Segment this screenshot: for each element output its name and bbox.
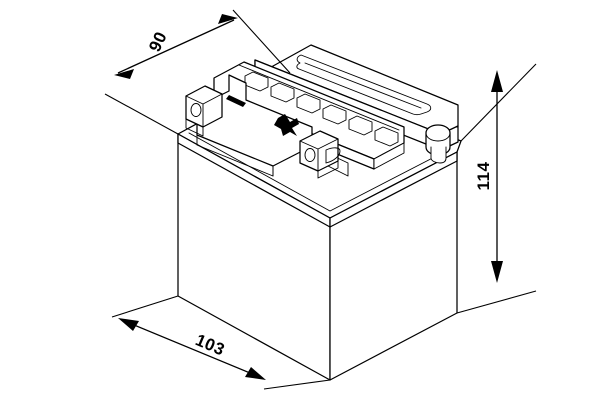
front-mounting-bracket (299, 130, 341, 179)
front-bracket-d-recess (325, 147, 341, 164)
vent-cell (270, 82, 295, 103)
polarity-markings (226, 95, 299, 136)
height-arrow-bottom (491, 261, 503, 283)
left-bracket-base (185, 118, 204, 137)
handle-slot-inner-line (304, 62, 422, 109)
vent-cell (322, 104, 347, 125)
lid-rim-right (329, 151, 458, 228)
height-dimension: 114 (456, 63, 537, 314)
width-ext-line-left (111, 295, 179, 318)
negative-polarity-mark (226, 95, 246, 107)
width-arrow-left (118, 318, 139, 331)
vent-strip-rear-ridge (238, 64, 400, 131)
height-arrow-top (491, 70, 503, 92)
depth-dim-line (117, 19, 235, 74)
height-dimension-label: 114 (474, 161, 493, 190)
left-mounting-bracket (185, 85, 223, 137)
width-arrow-right (245, 367, 266, 380)
front-bracket-base (317, 160, 339, 179)
width-dimension-label: 103 (193, 330, 228, 359)
vent-strip-end-cap (373, 142, 405, 170)
handle-slot (296, 54, 432, 116)
terminal-post-stud (430, 146, 447, 164)
lid-inner-rim-line (188, 132, 451, 212)
front-bracket-hole (304, 148, 316, 162)
depth-ext-line-left (104, 93, 179, 135)
vent-cell (374, 126, 399, 147)
width-ext-line-right (263, 379, 331, 390)
height-ext-line-bottom (456, 290, 537, 314)
lid-left-panel (196, 74, 349, 177)
terminal-post-collar (425, 132, 451, 142)
vent-cell (348, 115, 373, 136)
vent-cells (244, 71, 399, 147)
height-ext-line-top (460, 63, 537, 142)
vent-cell (296, 93, 321, 114)
width-dim-line (121, 319, 263, 379)
depth-arrow-right (218, 14, 238, 24)
depth-ext-line-right (232, 9, 291, 74)
depth-arrow-left (114, 69, 134, 79)
left-bracket-hole (190, 103, 202, 117)
right-terminal-post (425, 124, 451, 164)
positive-polarity-mark (274, 114, 299, 136)
